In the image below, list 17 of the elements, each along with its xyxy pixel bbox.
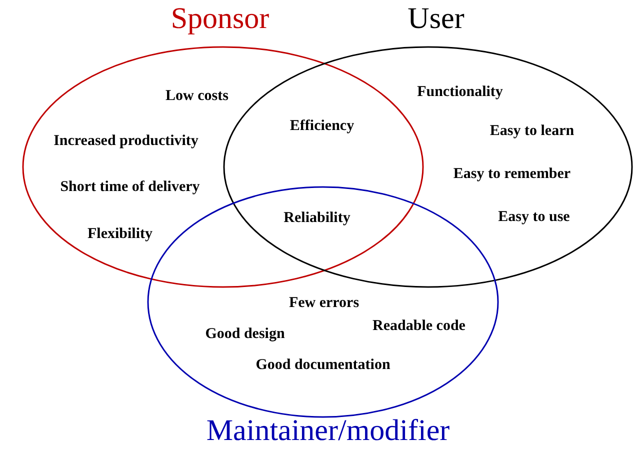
set-title: User: [408, 4, 464, 34]
quality-attribute: Few errors: [288, 294, 360, 312]
quality-attribute: Efficiency: [290, 118, 354, 134]
quality-attribute: Readable code: [372, 318, 466, 334]
quality-attribute: Good design: [205, 326, 285, 342]
quality-attribute: Increased productivity: [54, 132, 198, 150]
quality-attribute: Easy to remember: [453, 166, 571, 182]
quality-attribute: Functionality: [417, 84, 503, 100]
quality-attribute: Easy to learn: [490, 122, 574, 140]
quality-attribute: Reliability: [284, 210, 350, 226]
set-title: Maintainer/modifier: [206, 416, 450, 446]
quality-attribute: Low costs: [166, 88, 228, 104]
quality-attribute: Flexibility: [88, 226, 152, 242]
quality-attribute: Good documentation: [256, 356, 390, 374]
quality-attribute: Easy to use: [498, 208, 570, 226]
set-title: Sponsor: [170, 4, 270, 34]
quality-attribute: Short time of delivery: [60, 178, 200, 196]
